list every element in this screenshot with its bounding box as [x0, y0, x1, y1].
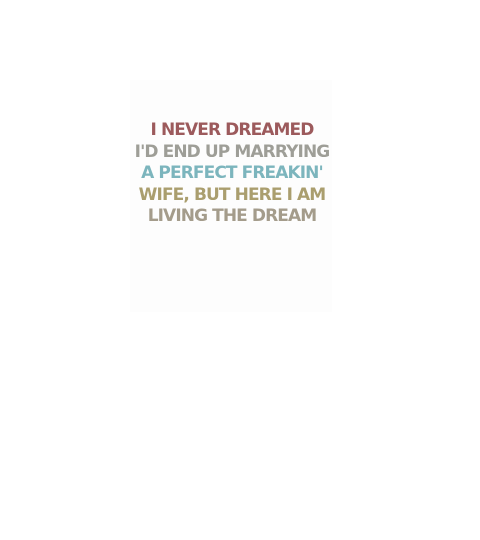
quote-line-2: I'D END UP MARRYING [134, 141, 331, 162]
quote-line-4: WIFE, BUT HERE I AM [138, 184, 327, 205]
quote-line-3: A PERFECT FREAKIN' [141, 163, 324, 183]
print-artboard [130, 80, 332, 312]
quote-line-1: I NEVER DREAMED [150, 120, 315, 140]
quote-line-5: LIVING THE DREAM [147, 206, 317, 226]
quote-text-block: I NEVER DREAMED I'D END UP MARRYING A PE… [0, 120, 464, 228]
